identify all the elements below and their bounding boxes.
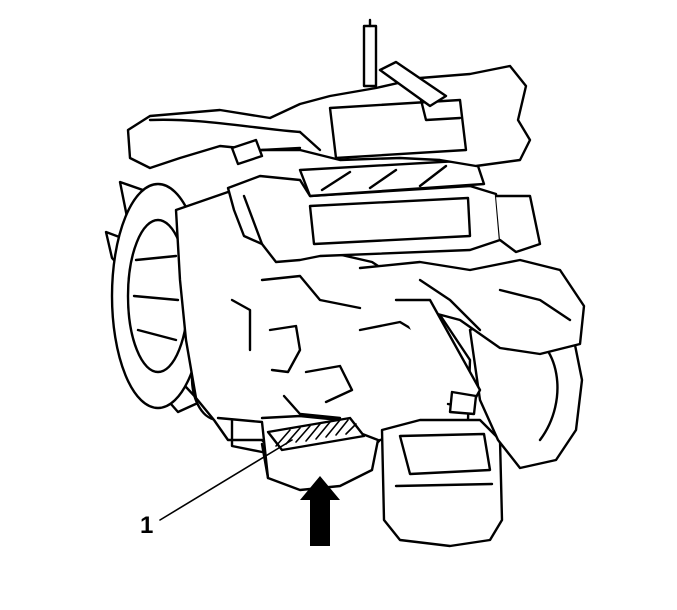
callout-label-1: 1 (140, 512, 153, 539)
callout-leader-line (159, 439, 293, 521)
connector (230, 138, 302, 166)
fuel-rail-cover (298, 158, 542, 254)
upper-intake-duct (126, 64, 532, 170)
valve-cover (226, 174, 502, 264)
hatched-location-area (266, 416, 366, 452)
cooling-fan (104, 180, 206, 414)
manifold-runner (394, 298, 482, 416)
dipstick (362, 18, 378, 88)
breather-hose (378, 60, 448, 108)
oil-pan-sump (380, 418, 504, 548)
upward-arrow (300, 476, 340, 546)
intake-manifold (358, 258, 586, 356)
